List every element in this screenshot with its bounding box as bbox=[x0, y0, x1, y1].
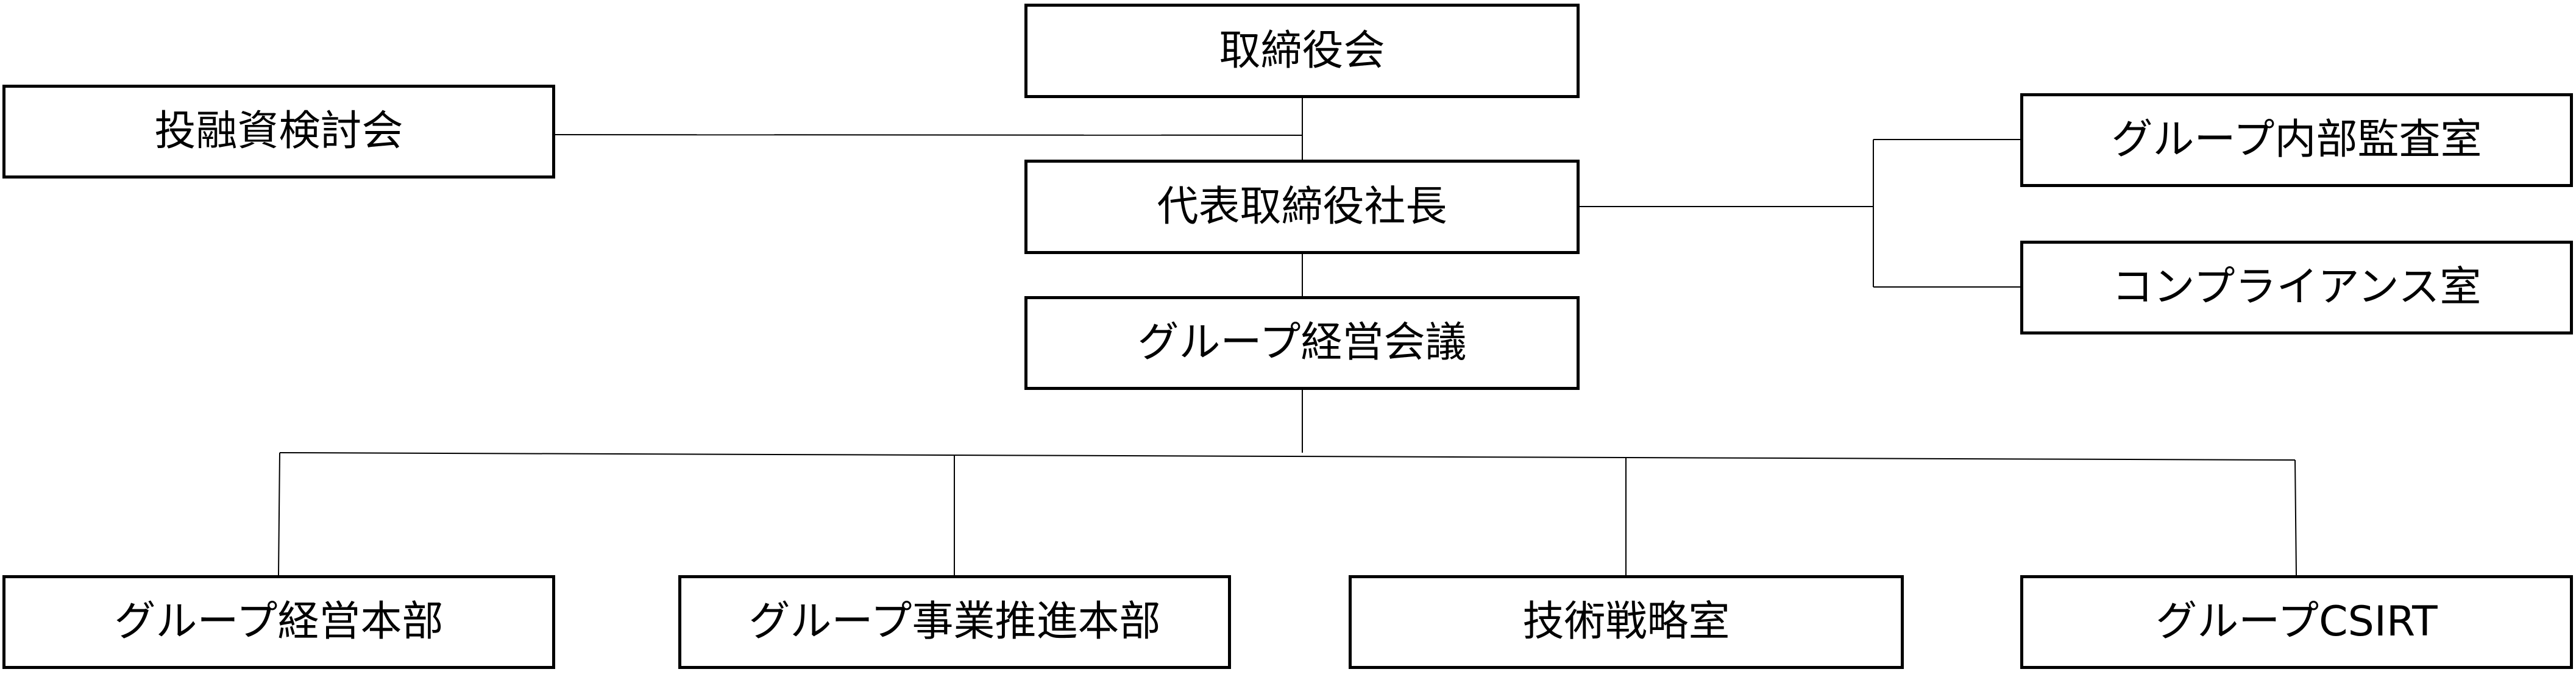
line-drop-dept4 bbox=[2294, 459, 2297, 576]
technology-strategy-label: 技術戦略室 bbox=[1522, 598, 1730, 646]
investment-committee-label: 投融資検討会 bbox=[154, 107, 403, 155]
technology-strategy-box: 技術戦略室 bbox=[1349, 575, 1904, 669]
board-of-directors-box: 取締役会 bbox=[1024, 4, 1580, 98]
group-management-meeting-label: グループ経営会議 bbox=[1137, 319, 1467, 367]
internal-audit-box: グループ内部監査室 bbox=[2020, 93, 2573, 187]
group-csirt-box: グループCSIRT bbox=[2020, 575, 2573, 669]
business-promotion-hq-label: グループ事業推進本部 bbox=[748, 598, 1161, 646]
group-csirt-label: グループCSIRT bbox=[2156, 598, 2438, 646]
president-box: 代表取締役社長 bbox=[1024, 160, 1580, 254]
line-drop-dept1 bbox=[278, 452, 280, 576]
compliance-label: コンプライアンス室 bbox=[2112, 263, 2482, 311]
compliance-box: コンプライアンス室 bbox=[2020, 241, 2573, 334]
board-of-directors-label: 取締役会 bbox=[1219, 26, 1385, 75]
president-label: 代表取締役社長 bbox=[1157, 182, 1447, 231]
business-promotion-hq-box: グループ事業推進本部 bbox=[678, 575, 1231, 669]
internal-audit-label: グループ内部監査室 bbox=[2111, 116, 2482, 164]
line-department-bus bbox=[279, 452, 2296, 461]
group-management-hq-box: グループ経営本部 bbox=[2, 575, 555, 669]
group-management-meeting-box: グループ経営会議 bbox=[1024, 296, 1580, 390]
group-management-hq-label: グループ経営本部 bbox=[114, 598, 444, 646]
investment-committee-box: 投融資検討会 bbox=[2, 85, 555, 179]
